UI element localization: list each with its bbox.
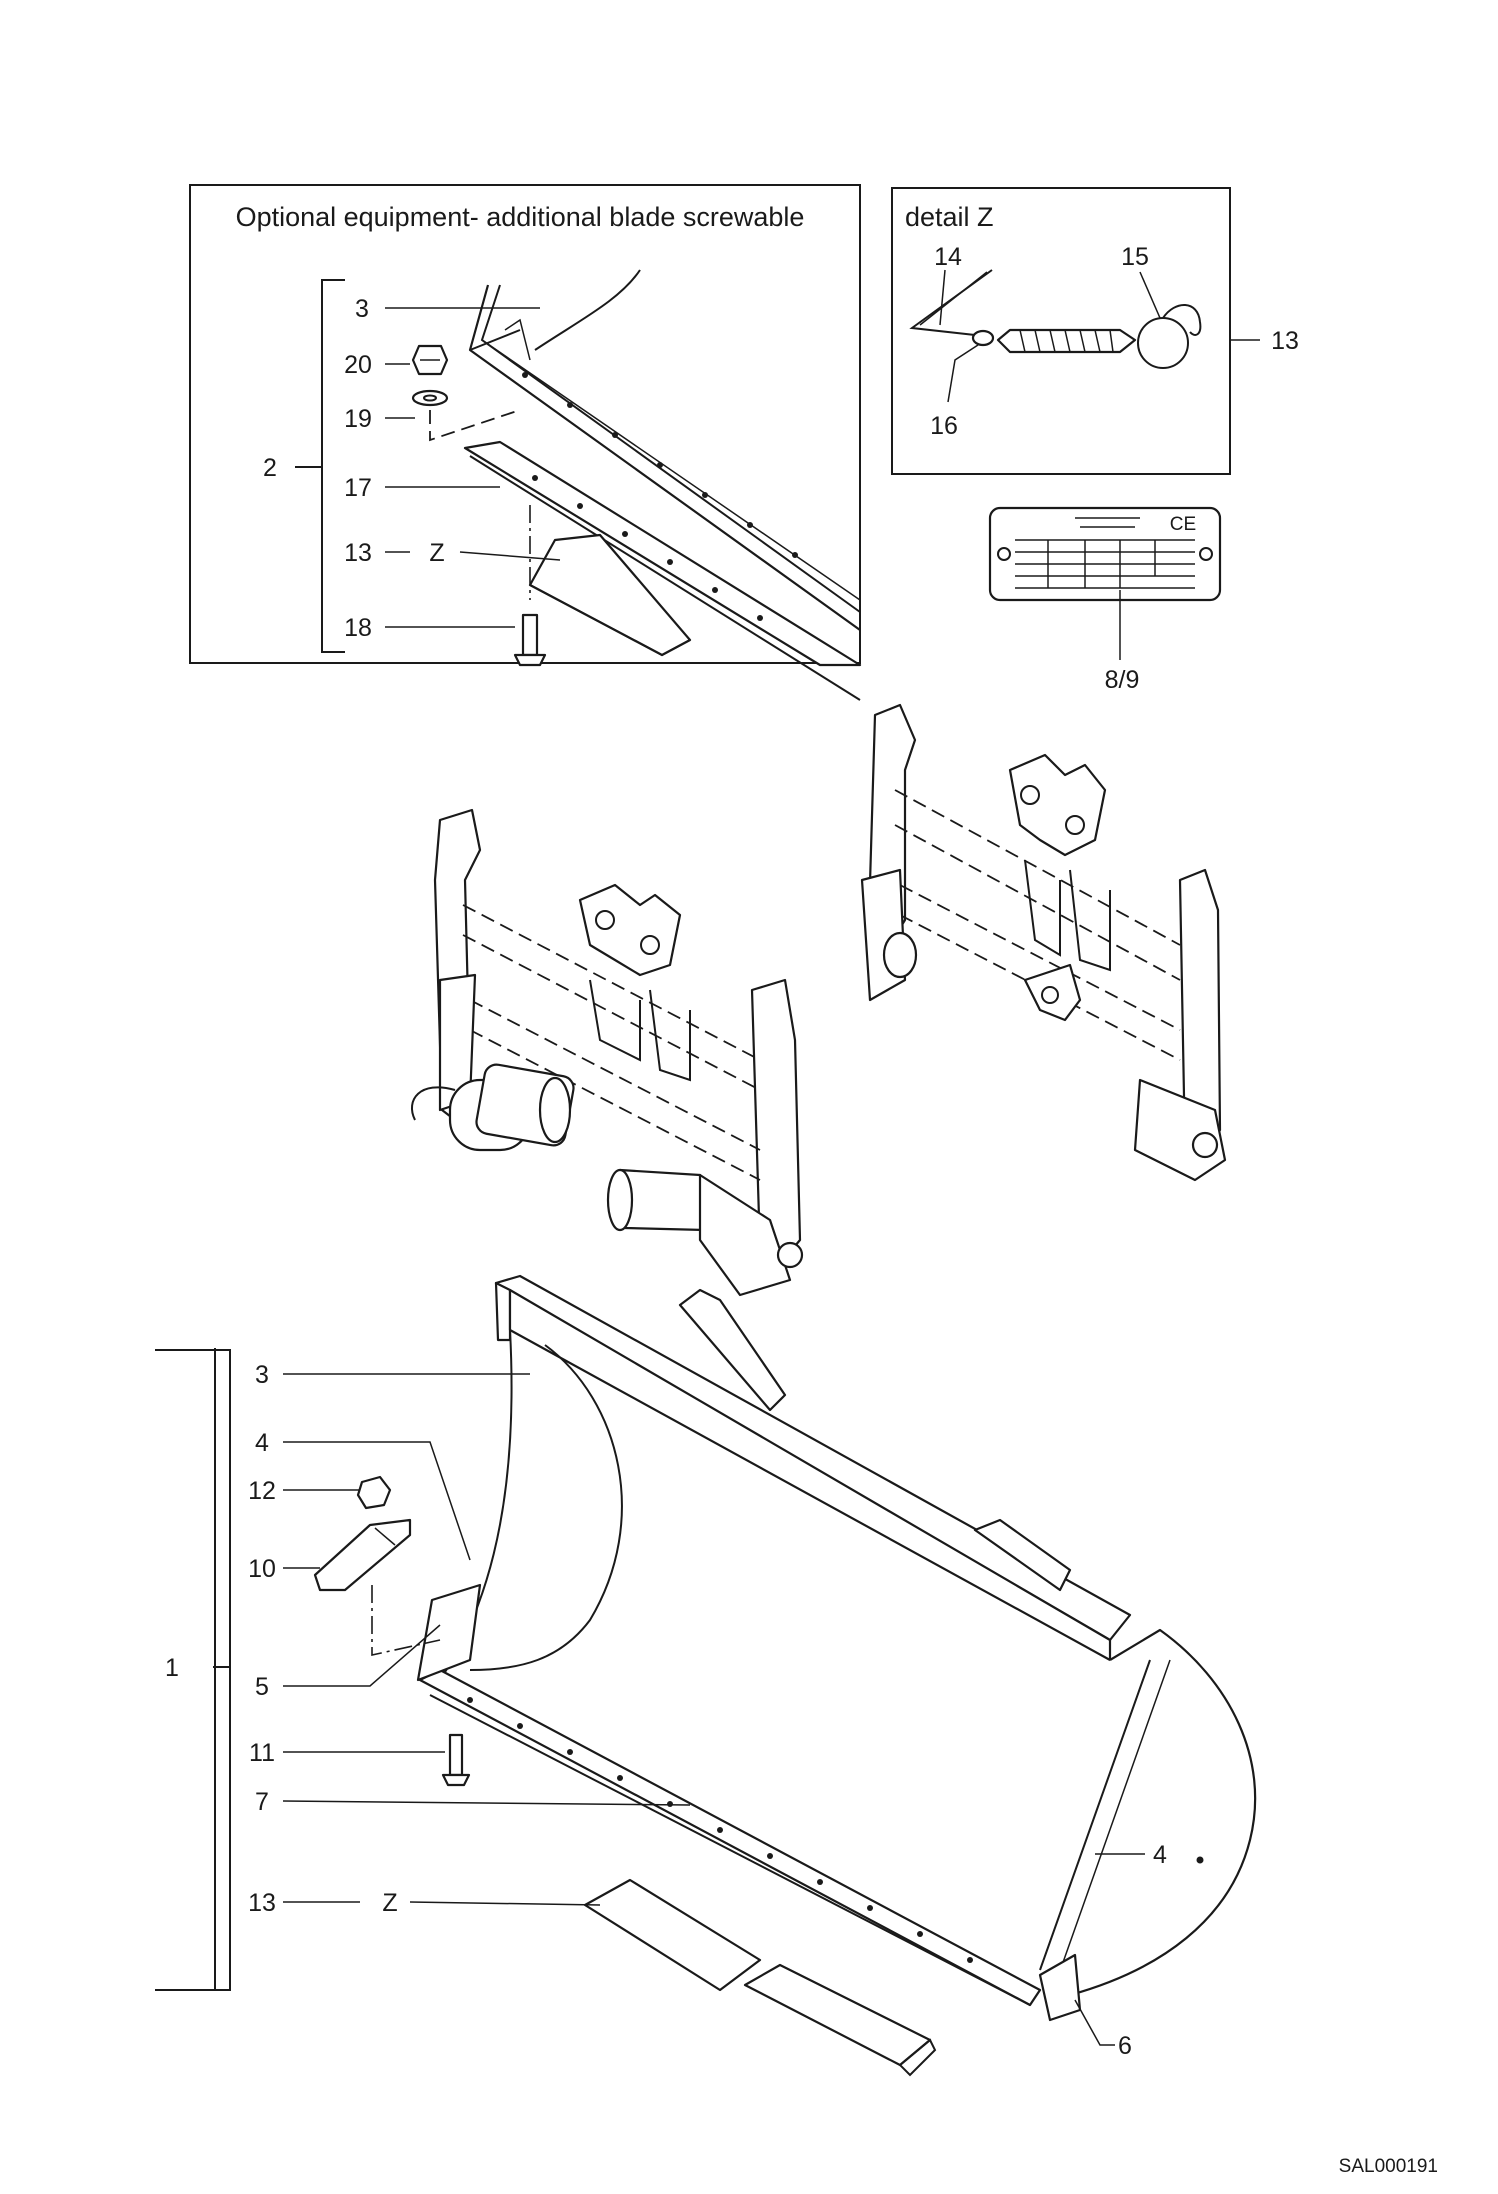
callout-13[interactable]: 13 xyxy=(344,539,372,567)
wear-strip-z-2 xyxy=(743,1963,932,2067)
callout-z-bucket[interactable]: Z xyxy=(382,1889,397,1917)
bucket-side-plate-4 xyxy=(1039,1628,1257,1997)
callout-8-9[interactable]: 8/9 xyxy=(1105,666,1140,694)
bucket-top-edge xyxy=(494,1274,1132,1642)
callout-12[interactable]: 12 xyxy=(248,1477,276,1505)
callout-4-side[interactable]: 4 xyxy=(255,1429,269,1457)
callout-7[interactable]: 7 xyxy=(255,1788,269,1816)
callout-16[interactable]: 16 xyxy=(930,412,958,440)
callout-14[interactable]: 14 xyxy=(934,243,962,271)
nameplate-8-9: CE 8/9 xyxy=(988,506,1222,694)
bolt-18 xyxy=(513,613,547,667)
bucket-shell xyxy=(469,1344,623,1671)
callout-6[interactable]: 6 xyxy=(1118,2032,1132,2060)
hook-15 xyxy=(1137,317,1189,369)
wear-strip-z-1 xyxy=(583,1878,762,1992)
callout-18[interactable]: 18 xyxy=(344,614,372,642)
quick-coupler-left xyxy=(410,808,804,1297)
ce-mark: CE xyxy=(1170,514,1196,535)
optional-equipment-panel: Optional equipment- additional blade scr… xyxy=(189,184,862,701)
callout-13-detail[interactable]: 13 xyxy=(1271,327,1299,355)
callout-13-bucket[interactable]: 13 xyxy=(248,1889,276,1917)
group-1-bracket xyxy=(155,1349,231,1991)
detail-z-panel: detail Z 14 15 13 16 xyxy=(891,187,1299,475)
nut-20 xyxy=(411,344,449,376)
drawing-code: SAL000191 xyxy=(1339,2156,1438,2177)
additional-blade-17 xyxy=(463,440,862,667)
callout-1[interactable]: 1 xyxy=(165,1654,179,1682)
bolt-11 xyxy=(441,1733,471,1787)
callout-11[interactable]: 11 xyxy=(249,1739,275,1767)
side-cutter-5 xyxy=(416,1583,482,1682)
group-2-bracket xyxy=(321,279,345,653)
callout-17[interactable]: 17 xyxy=(344,474,372,502)
callout-15[interactable]: 15 xyxy=(1121,243,1149,271)
callout-z[interactable]: Z xyxy=(429,539,444,567)
bucket-assembly: 3 4 12 10 1 5 11 7 13 Z 4 6 xyxy=(155,1274,1257,2077)
callout-3-bucket[interactable]: 3 xyxy=(255,1361,269,1389)
pin-14 xyxy=(909,269,993,336)
quick-coupler-right xyxy=(860,703,1227,1182)
callout-3[interactable]: 3 xyxy=(355,295,369,323)
callout-10[interactable]: 10 xyxy=(248,1555,276,1583)
detail-panel-frame xyxy=(891,187,1231,475)
tooth-10 xyxy=(313,1518,412,1592)
detail-panel-title: detail Z xyxy=(905,202,994,232)
ring-16 xyxy=(971,329,995,347)
optional-panel-title: Optional equipment- additional blade scr… xyxy=(236,202,805,232)
callout-5[interactable]: 5 xyxy=(255,1673,269,1701)
callout-2[interactable]: 2 xyxy=(263,454,277,482)
callout-4-plate[interactable]: 4 xyxy=(1153,1841,1167,1869)
callout-19[interactable]: 19 xyxy=(344,405,372,433)
spring-body xyxy=(996,328,1137,354)
optional-panel-frame xyxy=(189,184,861,664)
washer-19 xyxy=(411,389,449,407)
callout-20[interactable]: 20 xyxy=(344,351,372,379)
nut-12 xyxy=(356,1475,392,1510)
